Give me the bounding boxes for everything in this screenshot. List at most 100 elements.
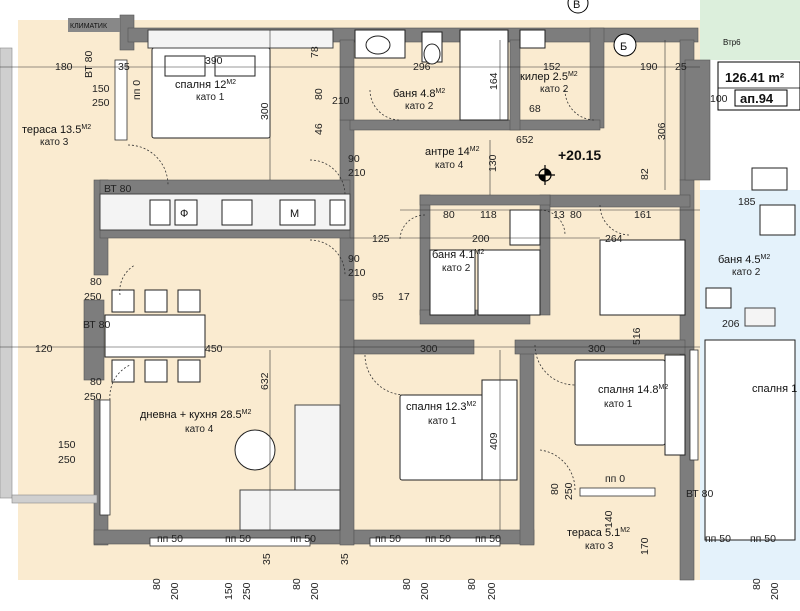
dim-label: 161: [634, 209, 652, 221]
dim-label: 250: [563, 482, 575, 500]
dim-label: 13: [553, 209, 565, 221]
dimension-labels: 180 35 390 78 296 152 190 25 150 250 300…: [35, 46, 781, 600]
dim-label: 200: [419, 582, 431, 600]
dim-label: 516: [631, 327, 643, 345]
dim-label: 100: [710, 93, 728, 105]
apartment-area-box: 126.41 m² ап.94: [717, 61, 800, 111]
dim-label: 250: [58, 454, 76, 466]
dim-label: 80: [443, 209, 455, 221]
dim-label: 210: [348, 167, 366, 179]
dim-label: 80: [401, 578, 413, 590]
dim-label: 125: [372, 233, 390, 245]
dim-label: 35: [118, 61, 130, 73]
dim-label: 306: [656, 122, 668, 140]
dim-label: 35: [261, 553, 273, 565]
room-floor: като 1: [604, 399, 633, 410]
pp-label: пп 50: [425, 533, 451, 545]
dim-label: 130: [487, 154, 499, 172]
dim-label: 80: [751, 578, 763, 590]
dim-label: 68: [529, 103, 541, 115]
dim-label: 200: [309, 582, 321, 600]
dim-label: 632: [259, 372, 271, 390]
room-label: тераса 5.1М2: [567, 527, 630, 539]
pp-label: пп 50: [750, 533, 776, 545]
dim-label: 300: [420, 343, 438, 355]
dim-label: 185: [738, 196, 756, 208]
dim-label: 78: [309, 46, 321, 58]
pp-label: пп 50: [375, 533, 401, 545]
furniture: Ф М: [99, 29, 796, 541]
elevation-label: +20.15: [558, 147, 601, 163]
dim-label: 250: [84, 391, 102, 403]
vt80-label: ВТ 80: [104, 183, 131, 195]
room-labels: спалня 12М2 като 1 баня 4.8М2 като 2 кил…: [22, 71, 797, 552]
pp-label: пп 50: [225, 533, 251, 545]
dim-label: 80: [90, 276, 102, 288]
windows: [99, 59, 699, 547]
stove-label: Ф: [180, 208, 188, 220]
dim-label: 450: [205, 343, 223, 355]
zone-b-icon: [613, 33, 637, 57]
dim-label: 90: [348, 153, 360, 165]
room-floor: като 4: [185, 424, 214, 435]
dim-label: 80: [313, 88, 325, 100]
room-label: спалня 12М2: [175, 79, 236, 91]
dim-label: 180: [55, 61, 73, 73]
dim-label: 300: [588, 343, 606, 355]
dim-label: 150: [223, 582, 235, 600]
room-floor: като 4: [435, 160, 464, 171]
dim-label: 170: [639, 537, 651, 555]
dim-label: 46: [313, 123, 325, 135]
dim-label: 200: [486, 582, 498, 600]
room-label: тераса 13.5М2: [22, 124, 91, 136]
dim-label: 80: [90, 376, 102, 388]
room-floor: като 3: [585, 541, 614, 552]
dim-label: 150: [92, 83, 110, 95]
pp-label: пп 0: [131, 80, 143, 100]
dim-label: 118: [480, 209, 497, 221]
room-label: спалня 14.8М2: [598, 384, 668, 396]
pp-label: пп 50: [290, 533, 316, 545]
dim-label: 152: [543, 61, 561, 73]
dim-label: 300: [259, 102, 271, 120]
dim-label: 210: [348, 267, 366, 279]
dim-label: 250: [92, 97, 110, 109]
dim-label: 652: [516, 134, 534, 146]
dim-label: 190: [640, 61, 658, 73]
apartment-number: ап.94: [740, 91, 774, 106]
dim-label: 80: [466, 578, 478, 590]
dim-label: 296: [413, 61, 431, 73]
dim-label: 200: [472, 233, 490, 245]
zone-v-icon: [567, 0, 589, 14]
walls: [0, 14, 711, 581]
dim-label: 206: [722, 318, 740, 330]
vt80-label: ВТ 80: [83, 319, 110, 331]
room-label: дневна + кухня 28.5М2: [140, 409, 251, 421]
dim-label: 80: [549, 483, 561, 495]
pp-label: пп 50: [157, 533, 183, 545]
apartment-area: 126.41 m²: [725, 70, 785, 85]
pp-label: пп 50: [705, 533, 731, 545]
dim-label: 250: [241, 582, 253, 600]
dim-label: 120: [35, 343, 53, 355]
room-label: баня 4.5М2: [718, 254, 770, 266]
level-mark-icon: [535, 165, 555, 185]
dim-label: 17: [398, 291, 410, 303]
room-label: килер 2.5М2: [520, 71, 578, 83]
dim-label: 80: [291, 578, 303, 590]
room-label: баня 4.1М2: [432, 249, 484, 261]
dim-label: 80: [570, 209, 582, 221]
room-floor: като 2: [442, 263, 471, 274]
vt80-label: ВТ 80: [83, 51, 95, 78]
zone-b-label: Б: [620, 41, 627, 53]
fridge-icon: [279, 199, 316, 226]
dim-label: 250: [84, 291, 102, 303]
stove-icon: [174, 199, 198, 226]
dim-label: 25: [675, 61, 687, 73]
room-label: антре 14М2: [425, 146, 480, 158]
zone-v-label: В: [573, 0, 580, 11]
dimension-lines: [0, 30, 700, 530]
dim-label: 409: [488, 432, 500, 450]
dim-label: 264: [605, 233, 623, 245]
